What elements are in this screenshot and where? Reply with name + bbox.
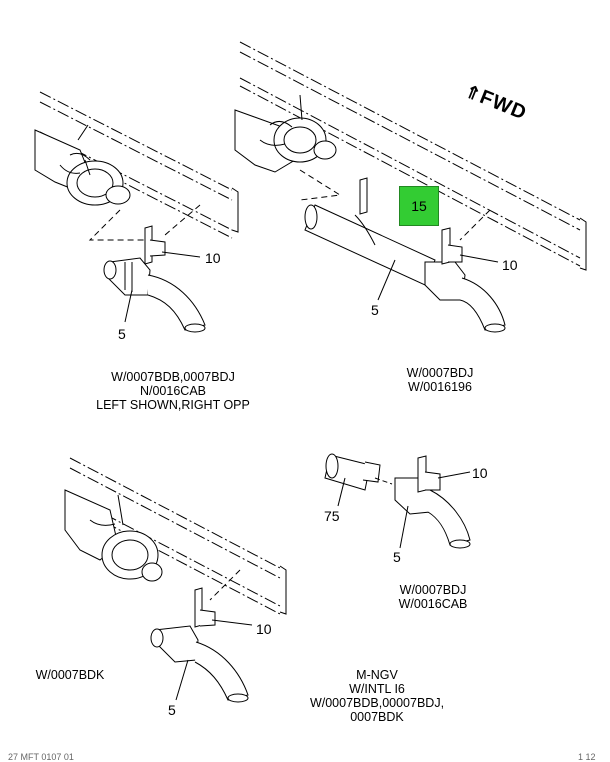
callout-5-panel1: 5 [118, 326, 126, 342]
caption-line: 0007BDK [350, 710, 404, 724]
callout-10-panel2: 10 [502, 257, 518, 273]
callout-5-panel2: 5 [371, 302, 379, 318]
footer-page: 1 12 [578, 752, 596, 762]
callout-5-panel4: 5 [168, 702, 176, 718]
callout-5-panel3: 5 [393, 549, 401, 565]
panel4-assembly [64, 457, 287, 703]
callout-10-panel3: 10 [472, 465, 488, 481]
panel1-assembly [34, 91, 239, 333]
caption-line: W/0016CAB [398, 597, 468, 611]
caption-line: W/0007BDB,0007BDJ [111, 370, 235, 384]
panel2-frame-rail [239, 41, 581, 267]
panel3-assembly [324, 453, 471, 549]
footer-figure-id: 27 MFT 0107 01 [8, 752, 74, 762]
caption-panel4: W/0007BDK [20, 668, 120, 682]
caption-line: M-NGV [356, 668, 398, 682]
caption-line: W/0016196 [408, 380, 472, 394]
caption-general: M-NGV W/INTL I6 W/0007BDB,00007BDJ, 0007… [292, 668, 462, 724]
caption-line: W/0007BDK [35, 668, 105, 682]
caption-panel3: W/0007BDJ W/0016CAB [378, 583, 488, 611]
caption-line: W/INTL I6 [349, 682, 405, 696]
callout-10-panel4: 10 [256, 621, 272, 637]
caption-line: W/0007BDB,00007BDJ, [309, 696, 445, 710]
callout-75-panel3: 75 [324, 508, 340, 524]
caption-panel2: W/0007BDJ W/0016196 [385, 366, 495, 394]
caption-panel1: W/0007BDB,0007BDJ N/0016CAB LEFT SHOWN,R… [88, 370, 258, 412]
panel2-assembly [234, 41, 587, 333]
callout-10-panel1: 10 [205, 250, 221, 266]
caption-line: LEFT SHOWN,RIGHT OPP [96, 398, 250, 412]
callout-15-label: 15 [411, 198, 427, 214]
caption-line: W/0007BDJ [399, 583, 467, 597]
caption-line: W/0007BDJ [406, 366, 474, 380]
caption-line: N/0016CAB [139, 384, 206, 398]
highlighted-callout-15[interactable]: 15 [399, 186, 439, 226]
